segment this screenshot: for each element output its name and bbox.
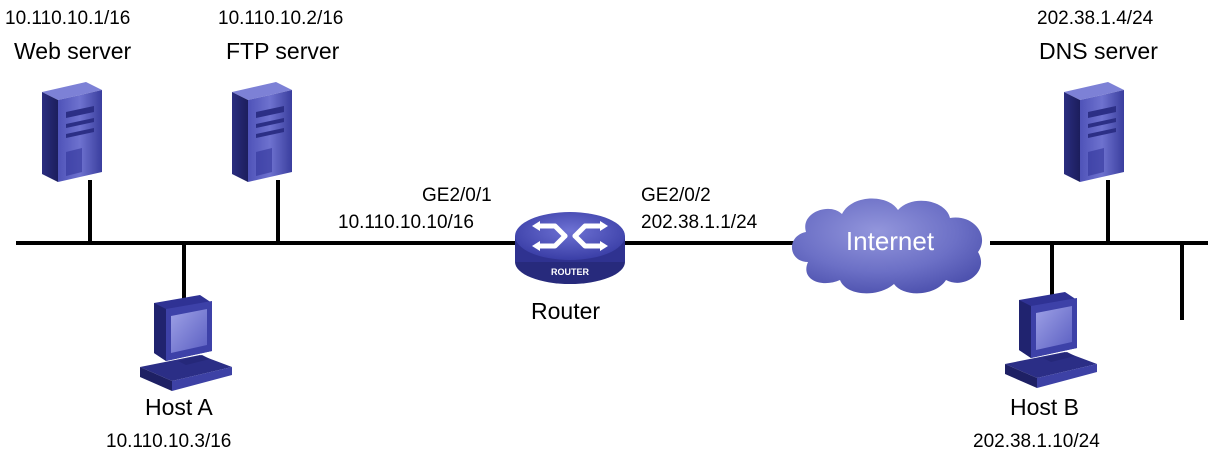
ftp-server-ip: 10.110.10.2/16: [218, 8, 344, 29]
right-interface-ip: 202.38.1.1/24: [641, 212, 758, 233]
internet-label: Internet: [846, 226, 935, 256]
router-name: Router: [531, 298, 601, 324]
internet-cloud-icon: [791, 198, 983, 294]
host-a-name: Host A: [145, 394, 213, 420]
host-b-ip: 202.38.1.10/24: [973, 431, 1100, 452]
right-interface-name: GE2/0/2: [641, 185, 711, 206]
ftp-server-icon: [232, 82, 292, 182]
dns-server-ip: 202.38.1.4/24: [1037, 8, 1154, 29]
host-b-computer-icon: [1005, 292, 1097, 388]
ftp-server-name: FTP server: [226, 38, 340, 64]
host-a-computer-icon: [140, 295, 232, 391]
host-b-name: Host B: [1010, 394, 1080, 420]
web-server-name: Web server: [14, 38, 132, 64]
web-server-icon: [42, 82, 102, 182]
router-badge: ROUTER: [551, 267, 590, 277]
router-icon: ROUTER: [515, 212, 625, 284]
dns-server-icon: [1064, 82, 1124, 182]
left-interface-name: GE2/0/1: [422, 185, 492, 206]
dns-server-name: DNS server: [1039, 38, 1158, 64]
left-interface-ip: 10.110.10.10/16: [338, 212, 474, 233]
host-a-ip: 10.110.10.3/16: [106, 431, 232, 452]
web-server-ip: 10.110.10.1/16: [5, 8, 131, 29]
